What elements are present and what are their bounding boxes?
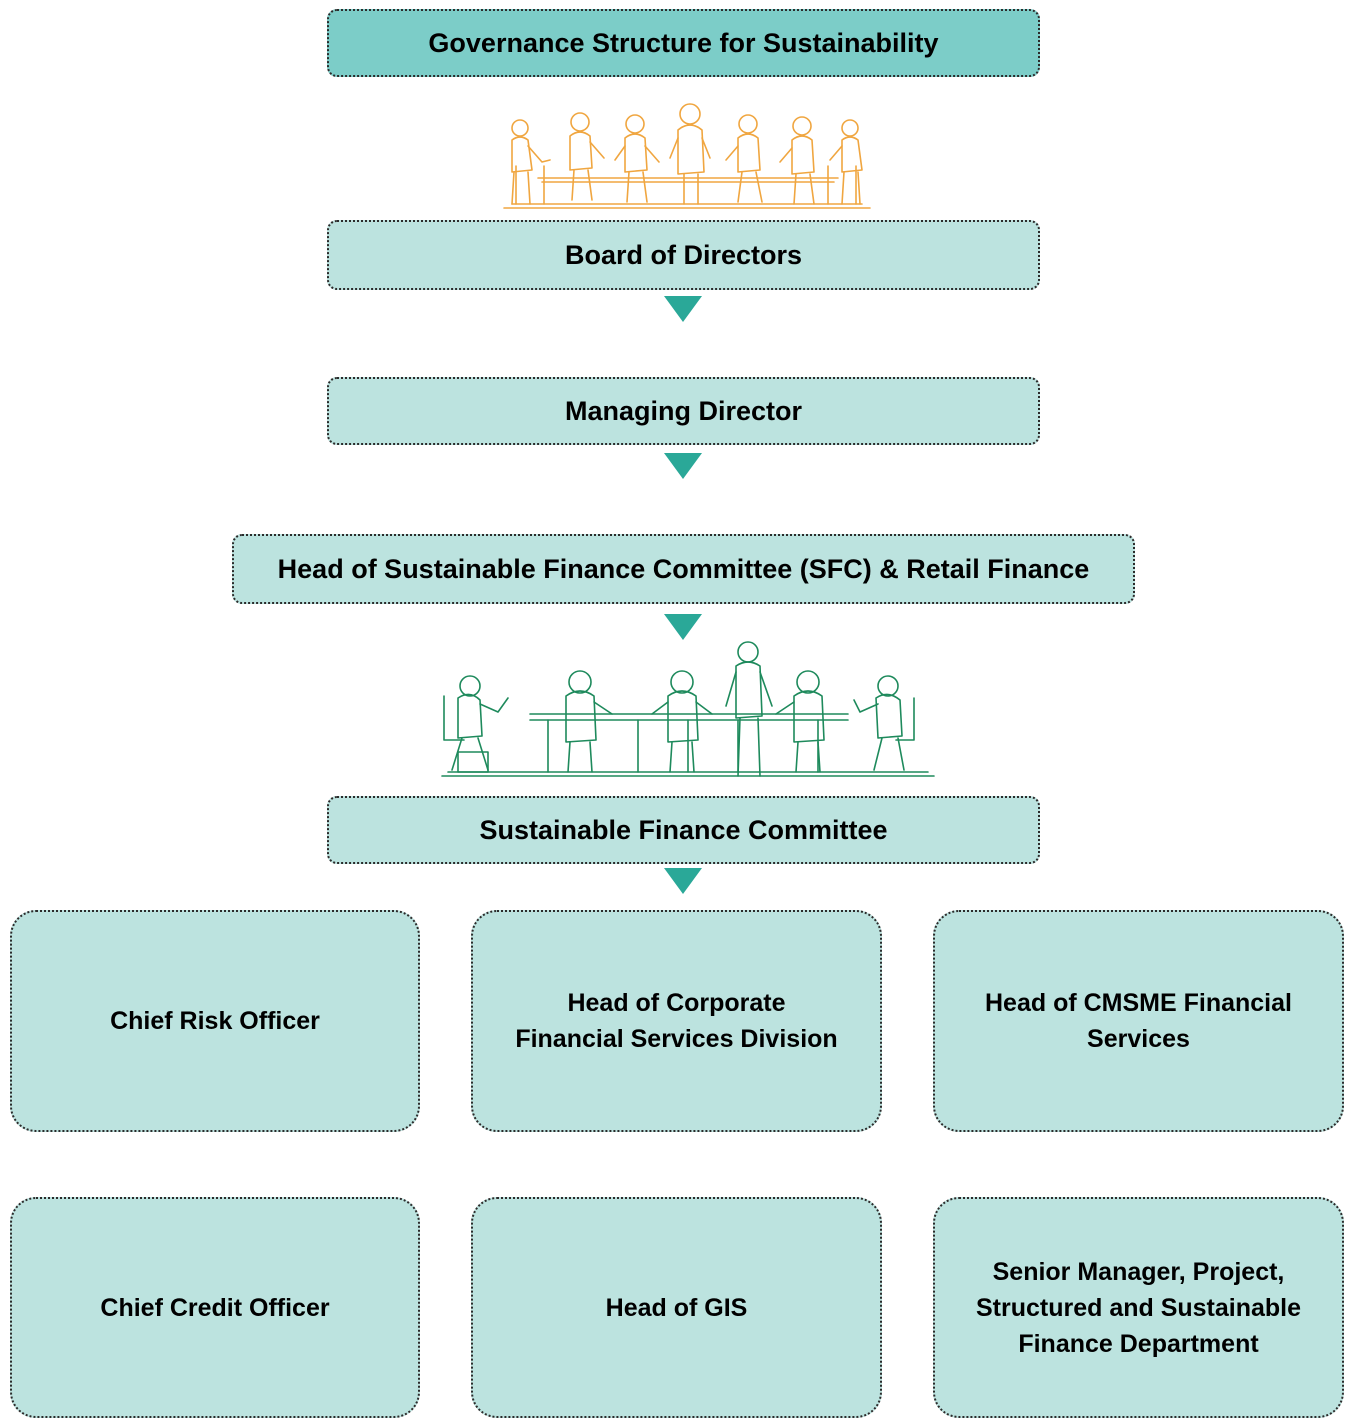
card-line: Services — [1087, 1025, 1190, 1053]
card-line: Financial Services Division — [515, 1025, 838, 1053]
diagram-title: Governance Structure for Sustainability — [327, 9, 1040, 77]
arrow-down-icon — [664, 868, 702, 894]
managing-director-box: Managing Director — [327, 377, 1040, 445]
card-line: Chief Risk Officer — [110, 1007, 320, 1035]
arrow-down-icon — [664, 296, 702, 322]
board-meeting-silhouette-icon — [503, 103, 871, 209]
sustainable-finance-committee-box: Sustainable Finance Committee — [327, 796, 1040, 864]
card-line: Head of GIS — [605, 1293, 748, 1322]
arrow-down-icon — [664, 453, 702, 479]
card-line: Structured and Sustainable — [975, 1293, 1302, 1322]
member-card-senior-manager-project-finance: Senior Manager, Project, Structured and … — [933, 1197, 1344, 1418]
board-of-directors-box: Board of Directors — [327, 220, 1040, 290]
member-card-cmsme-financial-services: Head of CMSME Financial Services — [933, 910, 1344, 1132]
member-card-chief-risk-officer: Chief Risk Officer — [10, 910, 420, 1132]
member-card-chief-credit-officer: Chief Credit Officer — [10, 1197, 420, 1418]
card-line: Head of CMSME Financial — [985, 989, 1292, 1017]
arrow-down-icon — [664, 614, 702, 640]
card-line: Chief Credit Officer — [100, 1293, 330, 1322]
card-line: Finance Department — [1018, 1329, 1259, 1358]
card-line: Senior Manager, Project, — [992, 1257, 1285, 1286]
member-card-corporate-financial-services: Head of Corporate Financial Services Div… — [471, 910, 882, 1132]
card-line: Head of Corporate — [567, 989, 786, 1017]
member-card-head-of-gis: Head of GIS — [471, 1197, 882, 1418]
committee-meeting-silhouette-icon — [441, 641, 935, 777]
head-of-sfc-box: Head of Sustainable Finance Committee (S… — [232, 534, 1135, 604]
